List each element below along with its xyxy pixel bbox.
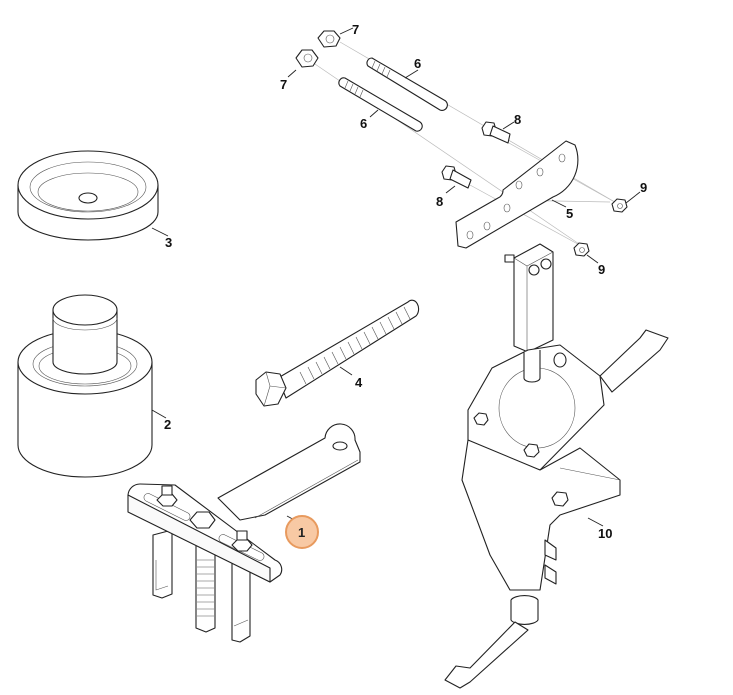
leader-line-9b	[586, 254, 599, 264]
leader-line-2	[151, 409, 167, 419]
leader-line-7b	[287, 69, 297, 78]
label-9a[interactable]: 9	[640, 180, 647, 195]
leader-line-5	[551, 199, 567, 208]
label-6a[interactable]: 6	[414, 56, 421, 71]
part-7a-hex-nut[interactable]	[317, 30, 341, 48]
leader-line-8b	[445, 185, 456, 194]
part-2-stepped-cylinder[interactable]	[17, 294, 153, 478]
leader-line-9a	[625, 191, 641, 204]
leader-line-4	[339, 366, 353, 376]
part-4-hex-bolt[interactable]	[255, 299, 420, 407]
label-10[interactable]: 10	[598, 526, 612, 541]
label-7a[interactable]: 7	[352, 22, 359, 37]
label-3[interactable]: 3	[165, 235, 172, 250]
label-2[interactable]: 2	[164, 417, 171, 432]
label-9b[interactable]: 9	[598, 262, 605, 277]
part-7b-hex-nut[interactable]	[295, 49, 319, 68]
label-8b[interactable]: 8	[436, 194, 443, 209]
leader-line-8a	[502, 121, 515, 130]
part-9b-hex-nut[interactable]	[573, 242, 590, 257]
part-3-press-disc[interactable]	[17, 150, 159, 241]
label-1: 1	[298, 525, 305, 540]
callout-badge-1[interactable]: 1	[285, 515, 319, 549]
label-5[interactable]: 5	[566, 206, 573, 221]
leader-line-6a	[404, 69, 419, 79]
part-6a-stud[interactable]	[366, 57, 448, 111]
part-6b-stud[interactable]	[338, 77, 423, 132]
part-1-puller-assembly[interactable]	[127, 423, 361, 643]
label-7b[interactable]: 7	[280, 77, 287, 92]
part-10-holding-fixture[interactable]	[444, 243, 669, 689]
label-6b[interactable]: 6	[360, 116, 367, 131]
leader-line-6b	[369, 109, 379, 118]
part-9a-hex-nut[interactable]	[611, 198, 628, 213]
part-8b-hex-screw[interactable]	[441, 165, 472, 189]
leader-line-7a	[339, 27, 354, 35]
label-4[interactable]: 4	[355, 375, 363, 390]
label-8a[interactable]: 8	[514, 112, 521, 127]
leader-line-10	[587, 517, 604, 527]
leader-line-3	[151, 227, 169, 237]
part-8a-hex-screw[interactable]	[481, 121, 511, 144]
part-5-mounting-plate[interactable]	[455, 140, 579, 249]
